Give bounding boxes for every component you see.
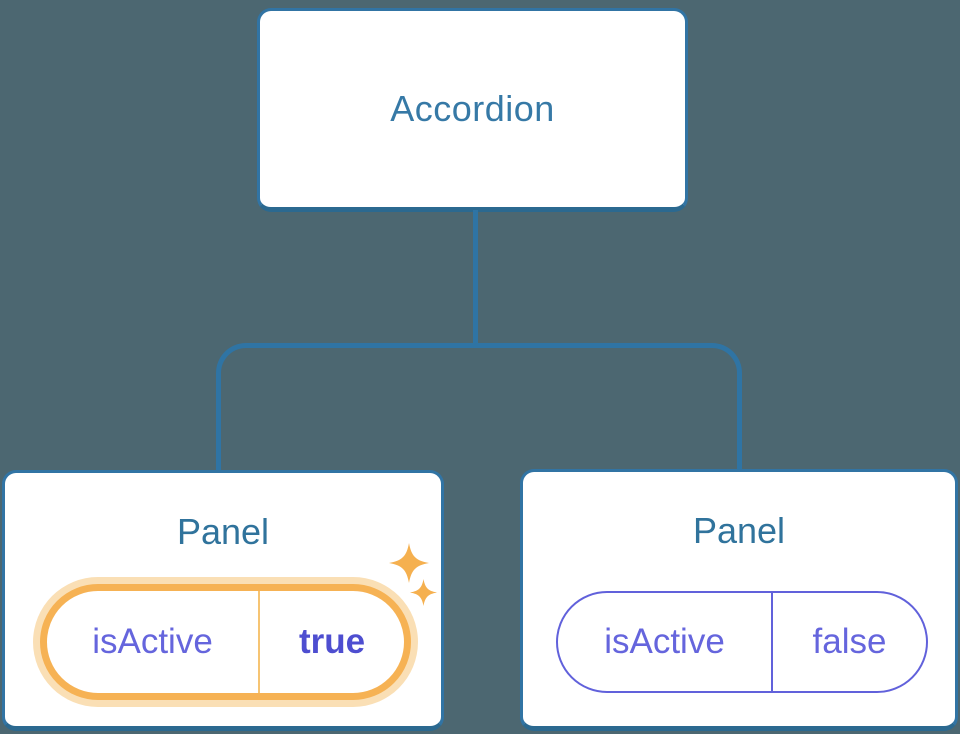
accordion-node: Accordion <box>257 8 688 212</box>
panel-node-inactive: Panel isActive false <box>520 469 958 731</box>
prop-value: true <box>298 622 366 661</box>
connector-stem <box>473 210 478 347</box>
prop-pill-inactive: isActive false <box>556 591 928 693</box>
prop-value: false <box>812 622 887 661</box>
panel-title: Panel <box>692 510 786 551</box>
panel-title: Panel <box>176 511 270 552</box>
sparkle-icon <box>389 543 429 583</box>
prop-pill-active: isActive true <box>40 584 411 700</box>
accordion-node-label: Accordion <box>390 88 555 129</box>
sparkle-icon <box>410 579 437 606</box>
panel-node-active: Panel isActive true <box>2 470 444 731</box>
prop-name: isActive <box>47 591 260 693</box>
prop-name: isActive <box>558 593 773 691</box>
connector-branch <box>216 343 742 471</box>
